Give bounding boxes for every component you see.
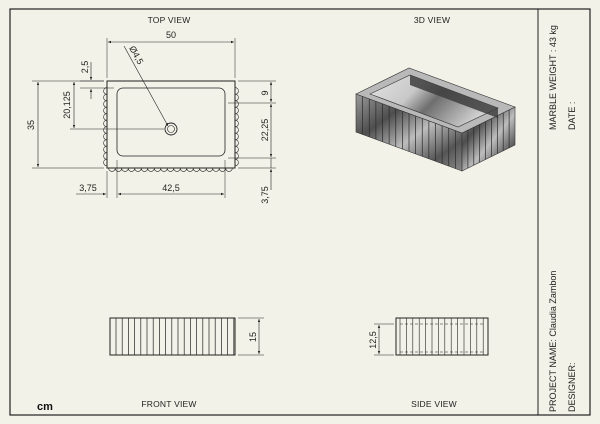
dim-inner-height: 12,5 [368,331,378,349]
dim-wall-right: 9 [260,90,270,95]
basin-outline [106,80,236,169]
dim-width: 50 [166,30,176,40]
front-view-label: FRONT VIEW [141,399,196,409]
project-name: PROJECT NAME: Claudia Zambon [548,271,558,412]
dim-inner-offset: 20,125 [62,91,72,119]
iso-view-label: 3D VIEW [414,15,450,25]
top-view-label: TOP VIEW [148,15,191,25]
dim-height: 15 [248,332,258,342]
side-view: 12,5 SIDE VIEW [368,317,489,409]
designer-field: DESIGNER: [567,362,577,412]
side-view-label: SIDE VIEW [411,399,457,409]
iso-view: 3D VIEW [355,15,516,172]
front-view: 15 FRONT VIEW [109,317,264,409]
dim-wall-left: 3,75 [79,183,97,193]
top-view: TOP VIEW Ø4,5 50 2,5 20,125 35 [26,15,276,204]
basin-cavity-wall [410,75,498,118]
unit-label: cm [37,401,53,413]
sheet-border [9,8,591,416]
iso-flutes [362,96,510,169]
drain-ring [167,125,175,133]
basin-inner-outline [116,87,226,157]
front-outline [109,317,236,356]
drain-leader [123,45,169,127]
dim-inner-depth: 22,25 [260,119,270,142]
dim-inner-width: 42,5 [162,183,180,193]
dim-drain-diameter: Ø4,5 [127,44,145,66]
side-outline [395,317,489,356]
marble-weight: MARBLE WEIGHT : 43 kg [548,25,558,130]
dim-rim-top: 2,5 [80,61,90,74]
fluted-edge [103,87,239,172]
date-field: DATE : [567,102,577,130]
dim-wall-bottom: 3,75 [260,186,270,204]
side-flutes [399,318,484,355]
drain-hole [164,122,178,136]
title-block: MARBLE WEIGHT : 43 kg DATE : PROJECT NAM… [548,25,577,412]
dim-depth: 35 [26,120,36,130]
flute-scallop [103,87,239,172]
front-flutes [115,318,235,355]
